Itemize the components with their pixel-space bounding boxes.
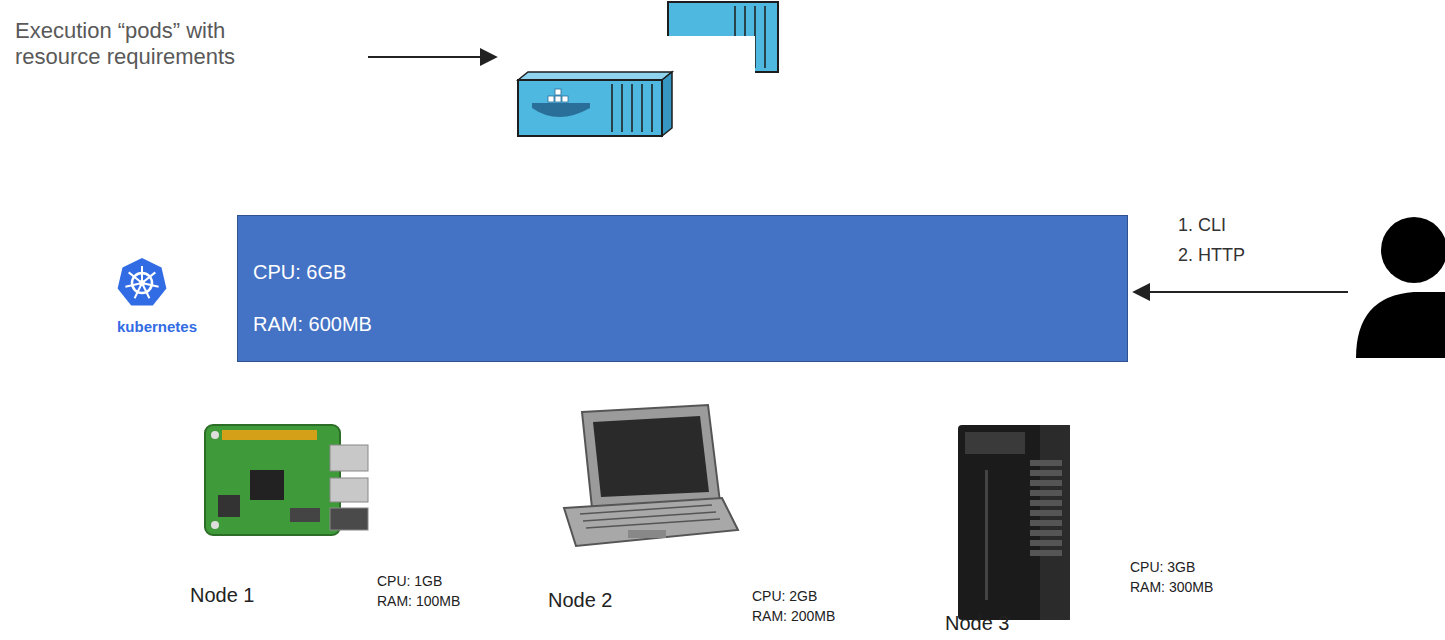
leader-arrow	[368, 56, 496, 58]
resource-label: RAM: 200MB	[752, 608, 835, 625]
callout-label: Execution “pods” with resource requireme…	[15, 18, 285, 71]
machine-name: Node 3	[945, 611, 1010, 635]
container-icon	[518, 72, 672, 136]
kubernetes-logo	[118, 258, 167, 306]
cluster-band: CPU: 6GB RAM: 600MB	[237, 215, 1128, 362]
request-arrow	[1134, 291, 1348, 293]
machine-name: Node 2	[548, 588, 613, 612]
resource-total: RAM: 600MB	[253, 312, 372, 336]
person-icon	[1356, 217, 1445, 358]
interface-label: 2. HTTP	[1178, 245, 1245, 267]
interface-label: 1. CLI	[1178, 215, 1226, 237]
raspberry-pi-icon	[205, 425, 368, 535]
logo-label: kubernetes	[117, 318, 197, 336]
resource-total: CPU: 6GB	[253, 260, 346, 284]
resource-label: RAM: 300MB	[1130, 579, 1213, 596]
resource-label: CPU: 2GB	[752, 588, 817, 605]
machine-name: Node 1	[190, 583, 255, 607]
resource-label: RAM: 100MB	[377, 593, 460, 610]
resource-label: CPU: 3GB	[1130, 559, 1195, 576]
laptop-icon	[564, 405, 738, 546]
server-icon	[958, 425, 1070, 620]
resource-label: CPU: 1GB	[377, 573, 442, 590]
